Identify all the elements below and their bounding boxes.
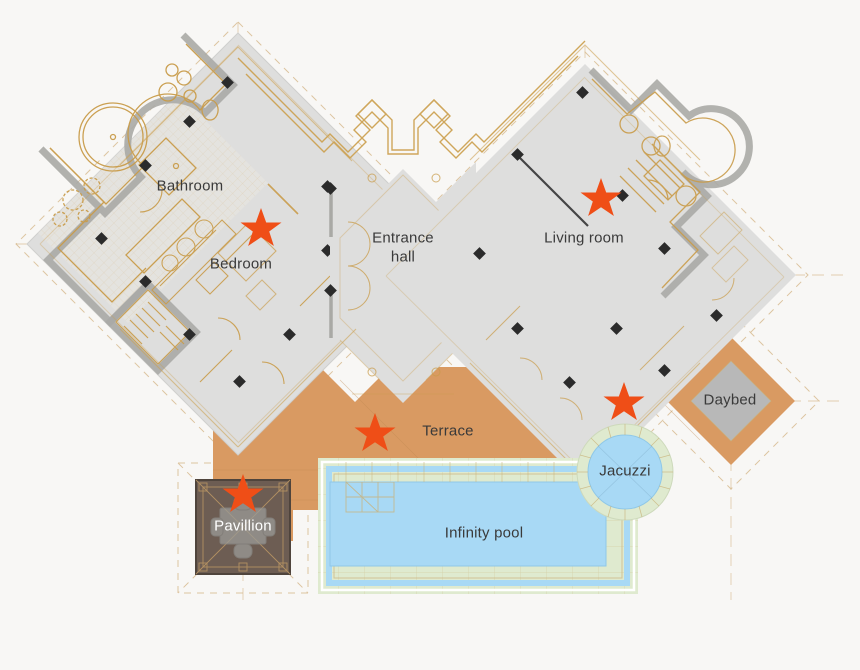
star-marker-terrace (354, 413, 396, 451)
roof-outline (237, 40, 586, 159)
star-marker-bedroom (240, 208, 282, 246)
star-marker-daybed (603, 382, 645, 420)
left-wing (26, 32, 450, 456)
jacuzzi (576, 423, 674, 521)
star-markers-layer (222, 178, 645, 512)
star-marker-pavillion (222, 474, 264, 512)
right-wing (374, 64, 796, 486)
daybed-platform (690, 360, 772, 442)
pool-area (318, 458, 638, 594)
pool-water (330, 482, 606, 566)
star-marker-living-room (580, 178, 622, 216)
